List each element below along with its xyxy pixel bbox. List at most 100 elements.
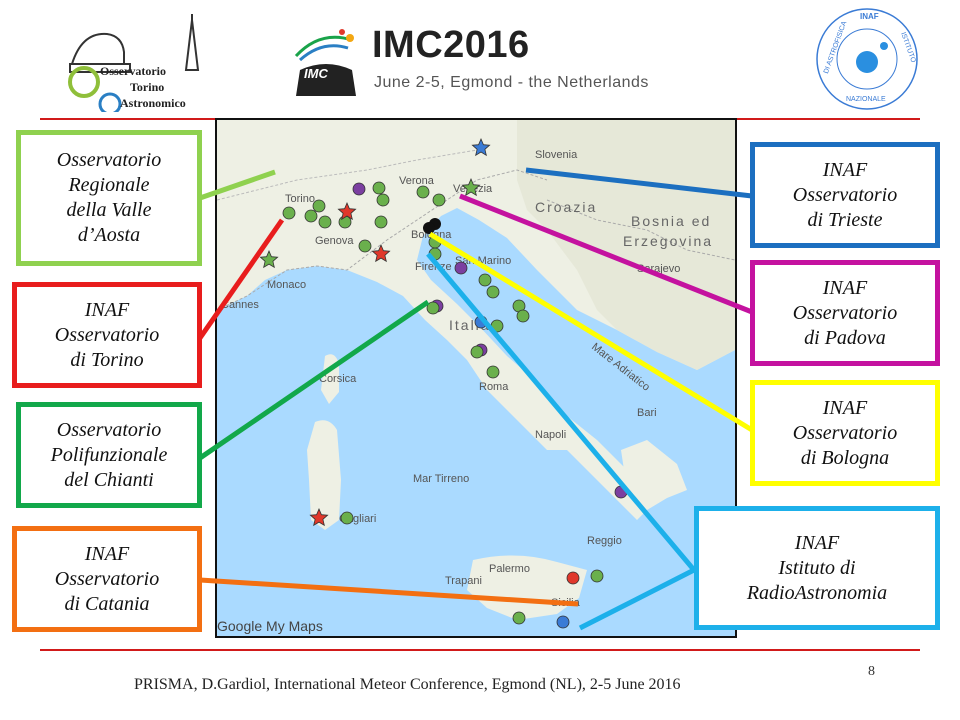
map-label-firenze: Firenze <box>415 261 452 273</box>
map-label-palermo: Palermo <box>489 563 530 575</box>
map-marker-circle[interactable] <box>490 319 504 333</box>
map-attribution[interactable]: Google My Maps <box>217 618 323 634</box>
map-label-cannes: Cannes <box>221 299 259 311</box>
box-bologna: INAF Osservatorio di Bologna <box>750 380 940 486</box>
map-marker-circle[interactable] <box>428 247 442 261</box>
map-label-monaco: Monaco <box>267 279 306 291</box>
box-ira-line-1: INAF <box>794 531 840 554</box>
box-trieste: INAF Osservatorio di Trieste <box>750 142 940 248</box>
logo-imc: IMC <box>290 26 360 98</box>
box-torino-line-1: INAF <box>84 298 130 321</box>
box-chianti-line-1: Osservatorio <box>56 418 162 441</box>
box-ira-line-2: Istituto di <box>778 556 856 579</box>
map-marker-circle[interactable] <box>340 511 354 525</box>
map-marker-star-icon[interactable] <box>371 243 391 263</box>
map-label-reggio: Reggio <box>587 535 622 547</box>
box-trieste-line-3: di Trieste <box>807 208 883 231</box>
map-marker-circle[interactable] <box>358 239 372 253</box>
map-marker-circle[interactable] <box>352 182 366 196</box>
conference-subtitle: June 2-5, Egmond - the Netherlands <box>374 74 649 91</box>
box-catania-line-3: di Catania <box>64 592 150 615</box>
map-marker-circle[interactable] <box>516 309 530 323</box>
box-bologna-line-2: Osservatorio <box>792 421 898 444</box>
map-marker-circle[interactable] <box>454 261 468 275</box>
map-marker-circle[interactable] <box>374 215 388 229</box>
box-padova-line-2: Osservatorio <box>792 301 898 324</box>
box-catania-line-2: Osservatorio <box>54 567 160 590</box>
map-marker-circle[interactable] <box>566 571 580 585</box>
map-marker-star-icon[interactable] <box>337 201 357 221</box>
map-marker-star-icon[interactable] <box>461 177 481 197</box>
map-marker-circle[interactable] <box>416 185 430 199</box>
map-label-croazia: Croazia <box>535 199 597 215</box>
map-marker-circle[interactable] <box>614 485 628 499</box>
box-torino: INAF Osservatorio di Torino <box>12 282 202 388</box>
map-marker-circle[interactable] <box>426 301 440 315</box>
map-marker-circle[interactable] <box>372 181 386 195</box>
map-label-genova: Genova <box>315 235 354 247</box>
map-marker-circle[interactable] <box>590 569 604 583</box>
box-catania-line-1: INAF <box>84 542 130 565</box>
logo-osservatorio-torino: Osservatorio Torino Astronomico <box>62 12 212 116</box>
map-marker-circle[interactable] <box>486 285 500 299</box>
map-marker-circle[interactable] <box>318 215 332 229</box>
box-trieste-line-1: INAF <box>822 158 868 181</box>
logo-left-word-2: Torino <box>130 80 165 94</box>
map-marker-circle[interactable] <box>432 193 446 207</box>
box-aosta-line-3: della Valle <box>66 199 152 221</box>
box-trieste-line-2: Osservatorio <box>792 183 898 206</box>
map-marker-circle[interactable] <box>512 611 526 625</box>
map-label-bosnia: Bosnia ed <box>631 213 711 229</box>
observatory-logo-icon <box>68 14 200 116</box>
map-marker-circle[interactable] <box>304 209 318 223</box>
box-aosta-line-2: Regionale <box>68 174 150 196</box>
box-chianti: Osservatorio Polifunzionale del Chianti <box>16 402 202 508</box>
footer-citation: PRISMA, D.Gardiol, International Meteor … <box>134 676 681 693</box>
map-label-corsica: Corsica <box>319 373 357 385</box>
box-bologna-line-3: di Bologna <box>800 446 890 469</box>
map-marker-circle[interactable] <box>312 199 326 213</box>
box-padova-line-3: di Padova <box>804 326 886 349</box>
map-marker-circle[interactable] <box>556 615 570 629</box>
box-chianti-line-3: del Chianti <box>64 468 154 491</box>
map-marker-circle[interactable] <box>376 193 390 207</box>
footer-rule <box>40 649 920 651</box>
page-number: 8 <box>868 664 875 679</box>
box-aosta-line-4: d’Aosta <box>77 224 141 246</box>
map-marker-star-icon[interactable] <box>309 507 329 527</box>
inaf-seal-icon <box>816 8 918 110</box>
conference-title: IMC2016 <box>372 24 530 66</box>
logo-inaf-word-2: NAZIONALE <box>846 96 886 103</box>
map-marker-circle[interactable] <box>470 345 484 359</box>
map-label-erzegovina: Erzegovina <box>623 233 713 249</box>
map-canvas: Slovenia Croazia Bosnia ed Erzegovina Sa… <box>217 120 735 629</box>
map-label-mar-adriatico: Mare Adriatico <box>589 341 652 394</box>
map-label-napoli: Napoli <box>535 429 566 441</box>
logo-left-word-1: Osservatorio <box>100 64 166 78</box>
map-marker-circle[interactable] <box>486 365 500 379</box>
logo-inaf: ISTITUTO NAZIONALE DI ASTROFISICA INAF <box>812 4 922 114</box>
box-torino-line-3: di Torino <box>70 348 144 371</box>
map-marker-circle[interactable] <box>423 222 435 234</box>
box-padova: INAF Osservatorio di Padova <box>750 260 940 366</box>
map-marker-circle[interactable] <box>428 235 442 249</box>
map-label-verona: Verona <box>399 175 435 187</box>
map-label-sarajevo: Sarajevo <box>637 263 680 275</box>
map-label-sicilia: Sicilia <box>551 597 581 609</box>
box-ira-line-3: RadioAstronomia <box>746 581 888 604</box>
logo-imc-text: IMC <box>304 66 328 81</box>
box-aosta: Osservatorio Regionale della Valle d’Aos… <box>16 130 202 266</box>
map-label-bari: Bari <box>637 407 657 419</box>
box-chianti-line-2: Polifunzionale <box>50 443 168 466</box>
logo-left-word-3: Astronomico <box>120 96 186 110</box>
map-italy[interactable]: Slovenia Croazia Bosnia ed Erzegovina Sa… <box>215 118 737 638</box>
map-marker-star-icon[interactable] <box>471 137 491 157</box>
map-marker-circle[interactable] <box>478 273 492 287</box>
map-marker-circle[interactable] <box>474 315 488 329</box>
map-label-torino: Torino <box>285 193 315 205</box>
box-aosta-line-1: Osservatorio <box>56 149 162 171</box>
box-padova-line-1: INAF <box>822 276 868 299</box>
box-catania: INAF Osservatorio di Catania <box>12 526 202 632</box>
map-marker-circle[interactable] <box>282 206 296 220</box>
map-label-roma: Roma <box>479 381 509 393</box>
